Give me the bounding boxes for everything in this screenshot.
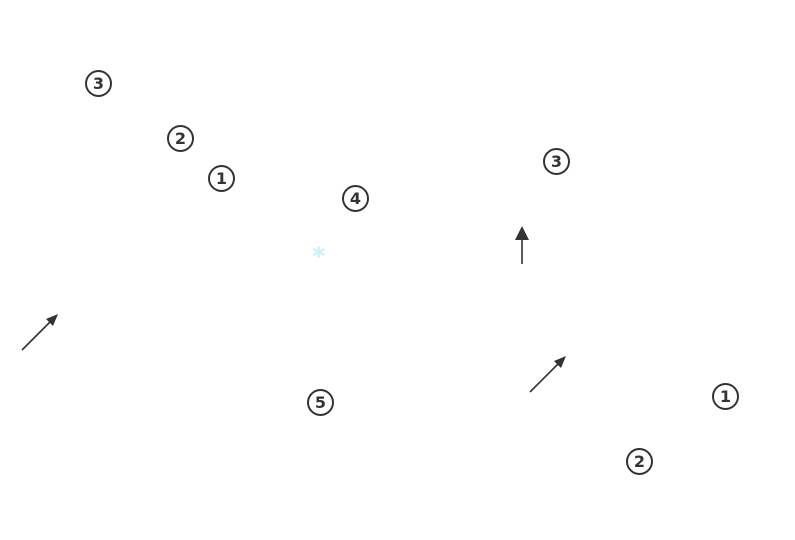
marker-5-left: 5	[307, 389, 334, 416]
marker-3-right: 3	[543, 148, 570, 175]
marker-1-right: 1	[712, 383, 739, 410]
marker-1-left: 1	[208, 165, 235, 192]
arrow-up-icon	[515, 226, 529, 264]
marker-2-right: 2	[626, 448, 653, 475]
arrow-up-right-icon	[21, 314, 58, 351]
arrow-up-right-icon-right	[529, 356, 566, 393]
star-icon: *	[312, 242, 326, 272]
marker-4-left: 4	[342, 185, 369, 212]
marker-3-left: 3	[85, 70, 112, 97]
marker-2-left: 2	[167, 125, 194, 152]
